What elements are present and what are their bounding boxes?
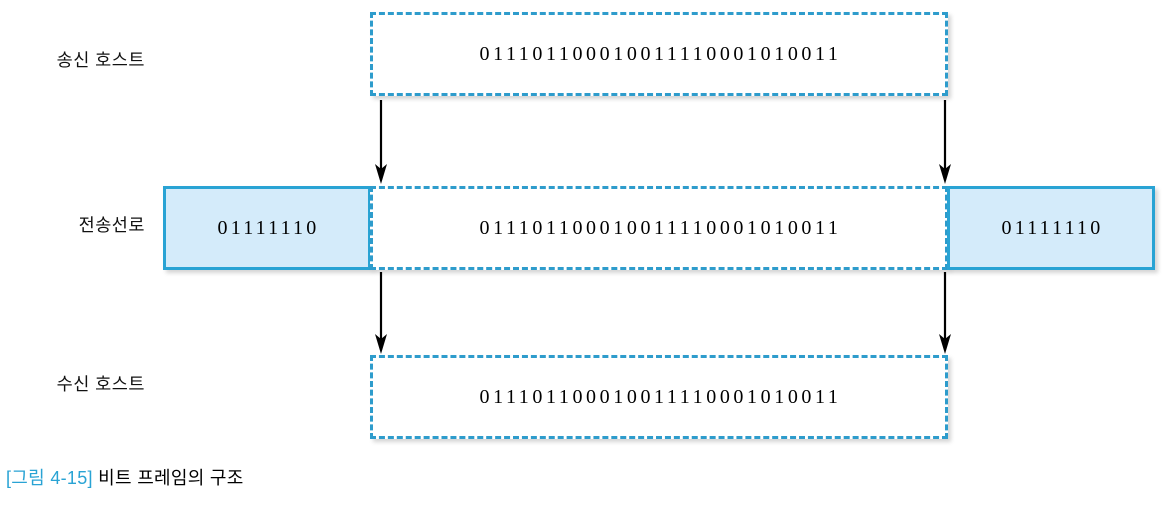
figure-caption-title: 비트 프레임의 구조 [98,468,244,488]
start-flag-box: 01111110 [163,186,371,270]
arrow-sender-to-line-left [372,100,390,186]
bit-string-receiving-host: 011101100010011110001010011 [479,385,842,408]
data-frame-sending-host: 011101100010011110001010011 [370,12,948,96]
arrow-line-to-receiver-right [936,272,954,356]
arrow-sender-to-line-right [936,100,954,186]
start-flag-bits: 01111110 [217,216,320,239]
figure-caption: [그림 4-15] 비트 프레임의 구조 [6,464,244,490]
row-label-transmission-line: 전송선로 [78,215,145,235]
data-frame-transmission-line: 011101100010011110001010011 [370,186,948,270]
row-label-sending-host: 송신 호스트 [56,50,145,70]
arrow-line-to-receiver-left [372,272,390,356]
end-flag-box: 01111110 [947,186,1155,270]
bit-string-transmission-line: 011101100010011110001010011 [479,216,842,239]
row-label-receiving-host: 수신 호스트 [56,374,145,394]
data-frame-receiving-host: 011101100010011110001010011 [370,355,948,439]
bit-string-sending-host: 011101100010011110001010011 [479,42,842,65]
figure-caption-number: [그림 4-15] [6,468,93,488]
end-flag-bits: 01111110 [1001,216,1104,239]
